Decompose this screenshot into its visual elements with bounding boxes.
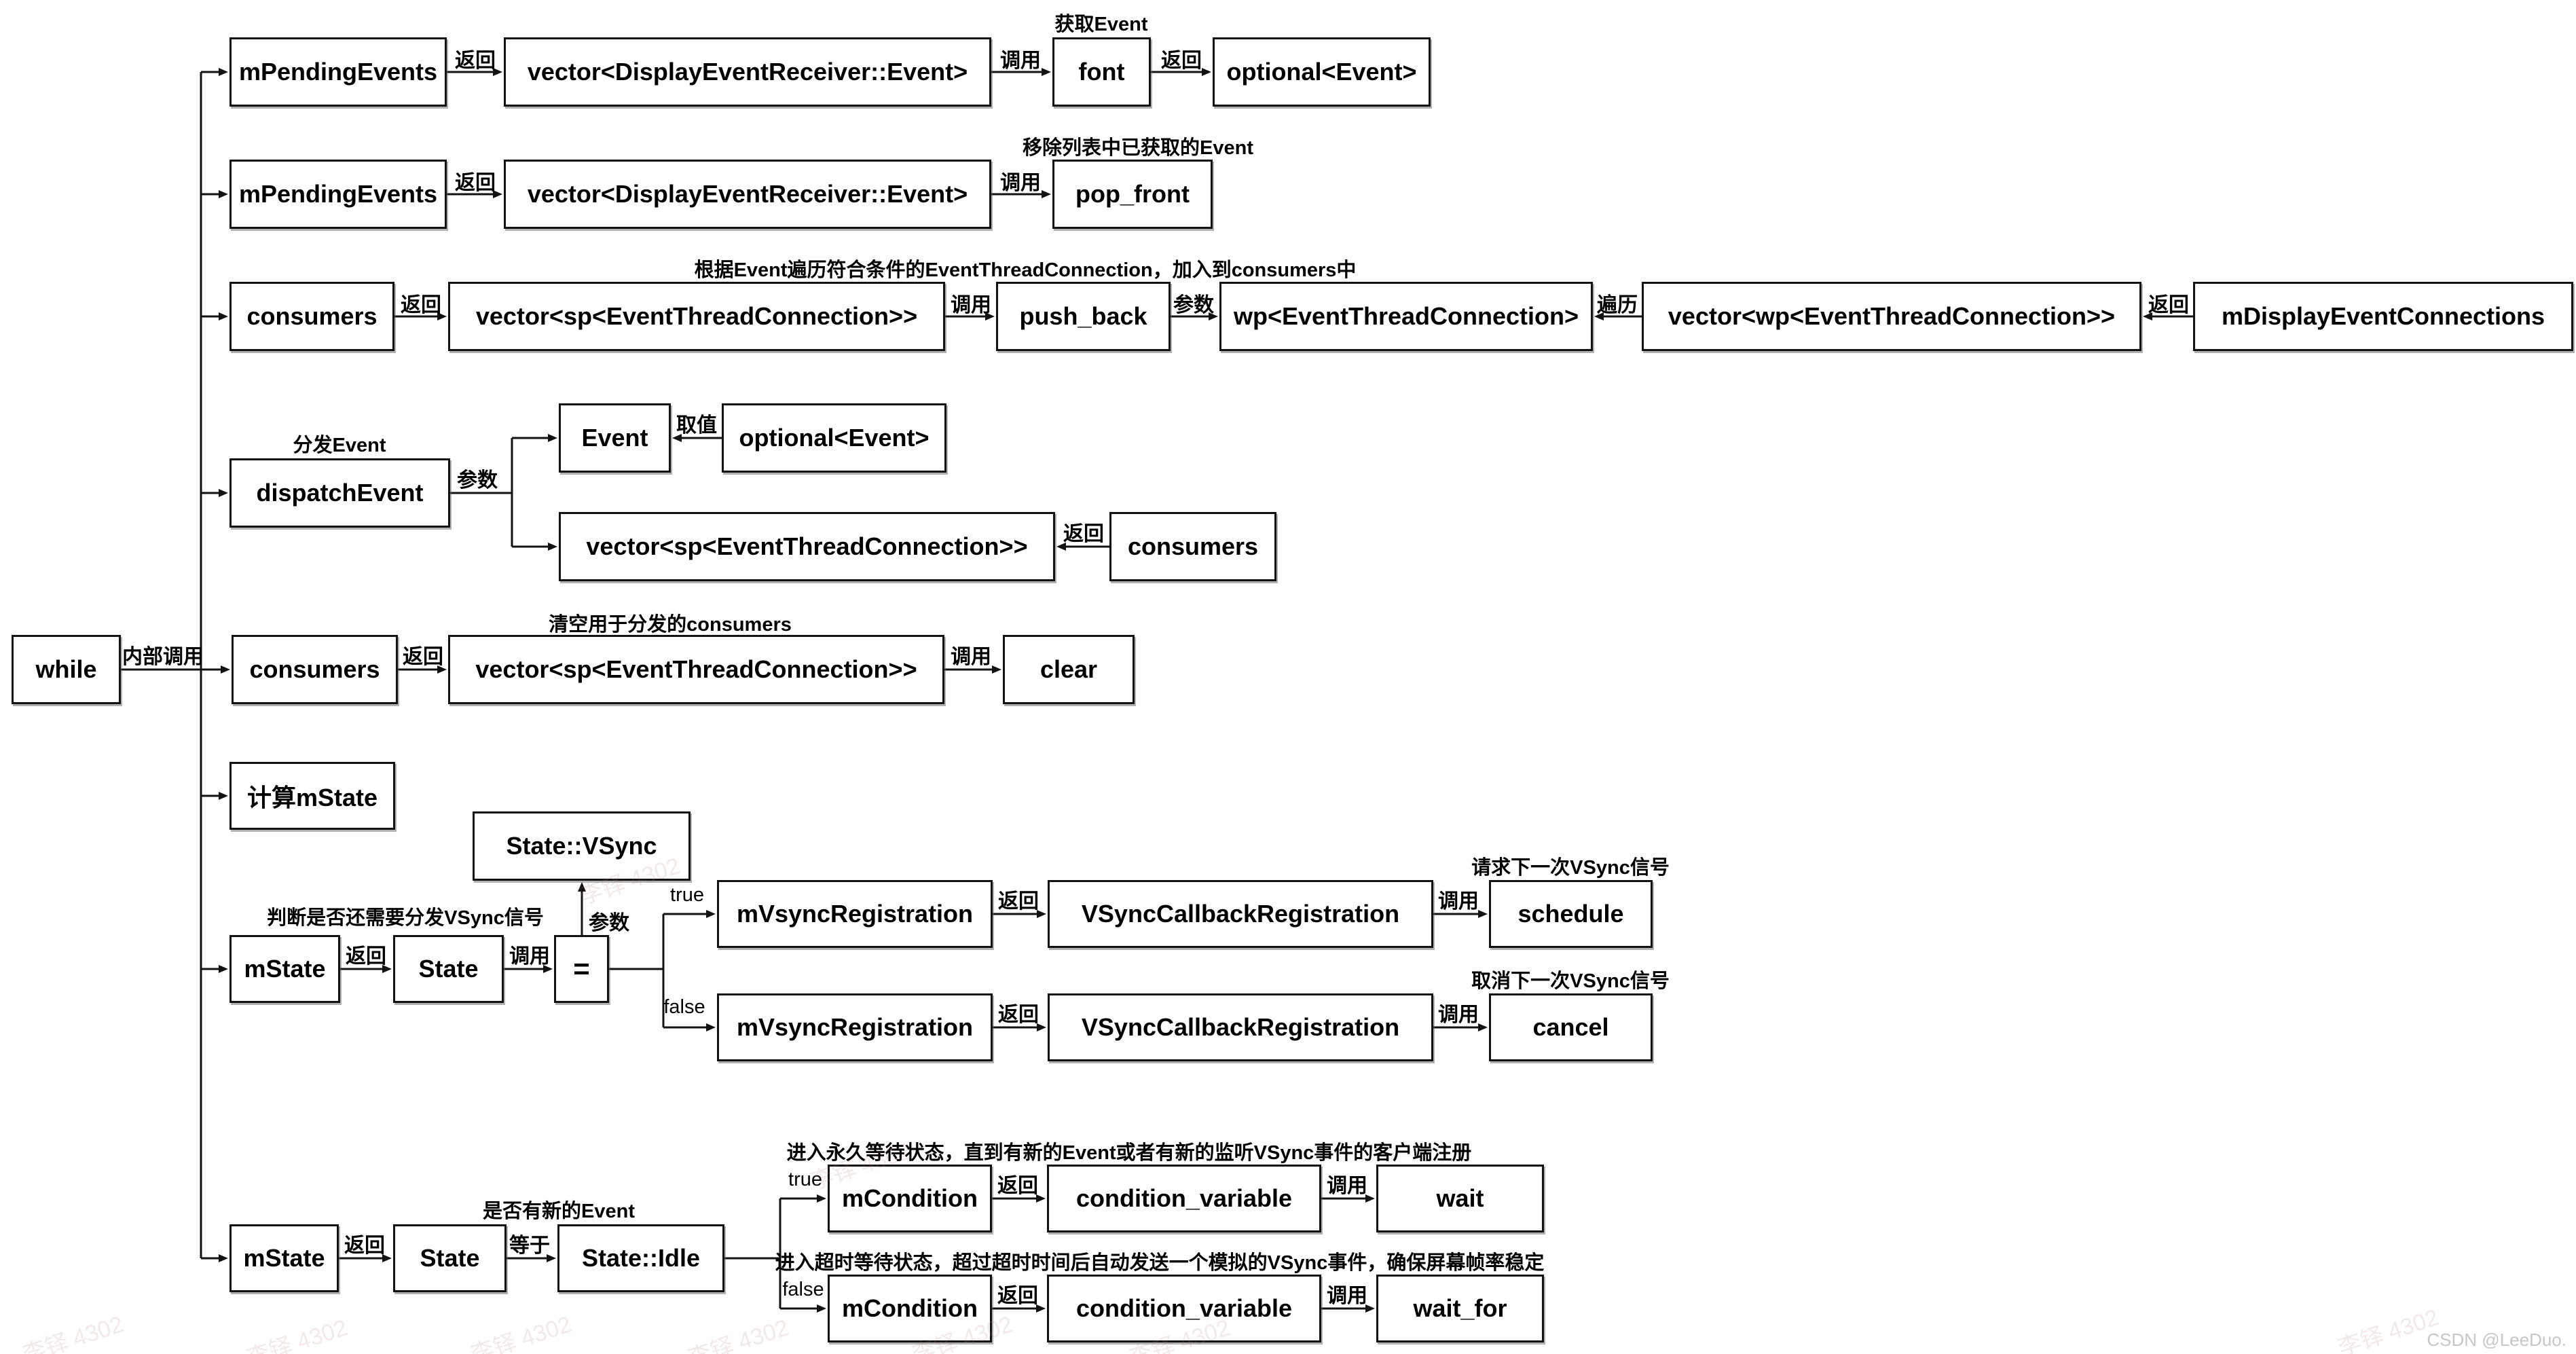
caption-wait-for: 进入超时等待状态，超过超时时间后自动发送一个模拟的VSync事件，确保屏幕帧率稳… — [775, 1252, 1545, 1274]
edge-label-return: 返回 — [998, 890, 1039, 913]
edge-label-return: 返回 — [1063, 523, 1104, 545]
node-pop-front: pop_front — [1052, 160, 1213, 229]
node-state-vsync-check: State — [393, 935, 504, 1003]
edge-label-param: 参数 — [457, 469, 498, 492]
edge-label-call: 调用 — [1438, 1004, 1479, 1026]
watermark-credit: CSDN @LeeDuo. — [2427, 1330, 2566, 1350]
caption-vsync-question: 判断是否还需要分发VSync信号 — [267, 907, 544, 929]
node-consumers-dispatch: consumers — [1109, 512, 1276, 581]
edge-label-param: 参数 — [589, 912, 629, 934]
edge-label-return: 返回 — [403, 646, 443, 668]
edge-label-call: 调用 — [951, 294, 991, 316]
edge-label-get-value: 取值 — [676, 414, 717, 437]
edge-label-return: 返回 — [346, 945, 386, 968]
edge-label-return: 返回 — [1161, 50, 1202, 72]
edge-label-return: 返回 — [2148, 294, 2189, 316]
node-consumers-clear: consumers — [232, 635, 398, 704]
node-mpendingevents-row2: mPendingEvents — [229, 160, 447, 229]
node-equals: = — [554, 935, 609, 1003]
node-state-vsync: State::VSync — [473, 811, 691, 881]
caption-get-event: 获取Event — [1054, 14, 1148, 35]
node-schedule: schedule — [1489, 880, 1653, 948]
edge-label-false: false — [663, 996, 705, 1018]
node-vsynccallback-false: VSyncCallbackRegistration — [1048, 993, 1433, 1061]
node-mpendingevents-row1: mPendingEvents — [229, 37, 447, 107]
edge-label-call: 调用 — [1327, 1285, 1367, 1307]
edge-label-equals-to: 等于 — [509, 1234, 550, 1257]
node-mstate-vsync: mState — [229, 935, 340, 1003]
node-optional-event-dispatch: optional<Event> — [722, 403, 946, 473]
edge-label-true: true — [670, 884, 704, 906]
node-while: while — [12, 635, 121, 704]
edge-label-return: 返回 — [455, 172, 496, 194]
node-mcondition-false: mCondition — [828, 1275, 992, 1342]
caption-remove-fetched: 移除列表中已获取的Event — [1023, 137, 1253, 159]
edge-label-false: false — [782, 1279, 824, 1300]
caption-schedule: 请求下一次VSync信号 — [1471, 857, 1670, 879]
node-front: font — [1052, 37, 1151, 107]
node-vector-displayevent-row1: vector<DisplayEventReceiver::Event> — [504, 37, 991, 107]
node-cancel: cancel — [1489, 993, 1653, 1061]
node-compute-mstate: 计算mState — [229, 762, 395, 830]
node-wait: wait — [1376, 1165, 1544, 1232]
caption-dispatch-event: 分发Event — [293, 435, 386, 456]
caption-cancel: 取消下一次VSync信号 — [1471, 970, 1670, 992]
node-vector-wp: vector<wp<EventThreadConnection>> — [1642, 282, 2141, 351]
edge-label-call: 调用 — [951, 646, 991, 668]
node-state-idle-check: State — [393, 1224, 507, 1292]
node-wp-eventthreadconnection: wp<EventThreadConnection> — [1219, 282, 1593, 351]
node-condition-variable-true: condition_variable — [1047, 1165, 1321, 1232]
caption-clear-consumers: 清空用于分发的consumers — [549, 614, 792, 636]
node-vector-sp-row3: vector<sp<EventThreadConnection>> — [448, 282, 945, 351]
node-mvsyncregistration-false: mVsyncRegistration — [717, 993, 993, 1061]
edge-label-return: 返回 — [344, 1234, 385, 1257]
edge-label-return: 返回 — [997, 1285, 1038, 1307]
edge-label-internal-call: 内部调用 — [122, 646, 204, 668]
edge-label-call: 调用 — [509, 945, 550, 968]
edge-label-true: true — [788, 1169, 822, 1190]
node-consumers-row3: consumers — [229, 282, 394, 351]
caption-wait: 进入永久等待状态，直到有新的Event或者有新的监听VSync事件的客户端注册 — [786, 1142, 1472, 1164]
plain-lines — [200, 72, 781, 1309]
edge-label-return: 返回 — [401, 294, 441, 316]
node-vector-displayevent-row2: vector<DisplayEventReceiver::Event> — [504, 160, 991, 229]
node-mstate-idle: mState — [229, 1224, 339, 1292]
node-vector-sp-dispatch: vector<sp<EventThreadConnection>> — [559, 512, 1055, 581]
edge-label-param: 参数 — [1173, 294, 1214, 316]
edge-label-return: 返回 — [997, 1175, 1038, 1197]
node-dispatchevent: dispatchEvent — [229, 458, 450, 528]
node-mvsyncregistration-true: mVsyncRegistration — [717, 880, 993, 948]
edge-label-return: 返回 — [455, 50, 496, 72]
node-optional-event-row1: optional<Event> — [1213, 37, 1431, 107]
node-vector-sp-clear: vector<sp<EventThreadConnection>> — [448, 635, 944, 704]
node-condition-variable-false: condition_variable — [1047, 1275, 1321, 1342]
node-wait-for: wait_for — [1376, 1275, 1544, 1342]
edge-label-call: 调用 — [1000, 50, 1041, 72]
caption-row3: 根据Event遍历符合条件的EventThreadConnection，加入到c… — [694, 259, 1357, 281]
node-event: Event — [559, 403, 671, 473]
edge-label-call: 调用 — [1327, 1175, 1367, 1197]
node-push-back: push_back — [996, 282, 1171, 351]
node-mdisplayeventconnections: mDisplayEventConnections — [2193, 282, 2573, 351]
node-vsynccallback-true: VSyncCallbackRegistration — [1048, 880, 1433, 948]
node-state-idle: State::Idle — [557, 1224, 724, 1292]
edge-label-call: 调用 — [1438, 890, 1479, 913]
node-mcondition-true: mCondition — [828, 1165, 992, 1232]
arrow-lines — [121, 68, 2193, 1313]
caption-idle-question: 是否有新的Event — [483, 1201, 635, 1222]
edge-label-return: 返回 — [998, 1004, 1039, 1026]
node-clear: clear — [1003, 635, 1135, 704]
edge-label-iterate: 遍历 — [1597, 294, 1638, 316]
edge-label-call: 调用 — [1000, 172, 1041, 194]
